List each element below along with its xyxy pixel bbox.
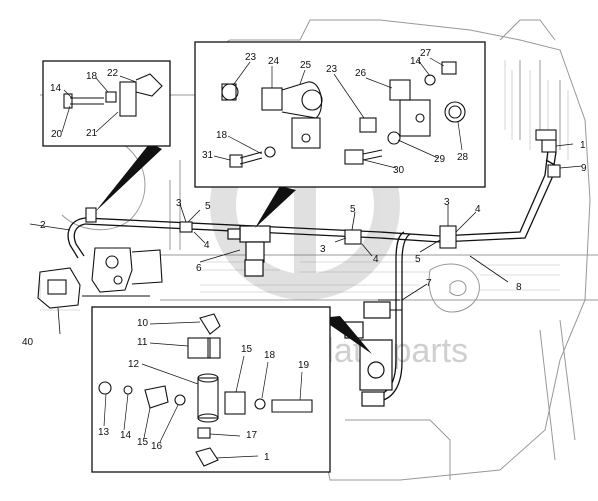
callout-label: 27 bbox=[420, 48, 432, 59]
callout-label: 3 bbox=[444, 197, 450, 208]
callout-label: 5 bbox=[415, 254, 421, 265]
callout-label: 31 bbox=[202, 150, 214, 161]
callout-label: 3 bbox=[320, 244, 326, 255]
callout-label: 2 bbox=[40, 220, 46, 231]
callout-label: 13 bbox=[98, 427, 110, 438]
callout-label: 4 bbox=[204, 240, 210, 251]
callout-label: 29 bbox=[434, 154, 446, 165]
inset-box-bottom bbox=[91, 306, 331, 473]
callout-label: 3 bbox=[176, 198, 182, 209]
inset-leaders bbox=[61, 57, 463, 459]
callout-label: 23 bbox=[326, 64, 338, 75]
callout-leaders bbox=[29, 143, 583, 335]
callouts-inset-left: 14 18 22 20 21 bbox=[50, 68, 119, 140]
callout-label: 22 bbox=[107, 68, 119, 79]
callout-label: 23 bbox=[245, 52, 257, 63]
inset-box-top bbox=[194, 41, 486, 188]
callout-label: 20 bbox=[51, 129, 63, 140]
callout-label: 14 bbox=[410, 56, 422, 67]
engine-hatching bbox=[39, 60, 569, 311]
callouts-inset-top: 23 24 25 14 27 26 23 18 31 29 28 30 bbox=[202, 48, 469, 176]
callout-label: 15 bbox=[137, 437, 149, 448]
callout-label: 5 bbox=[350, 204, 356, 215]
callouts-inset-bottom: 10 11 12 15 18 19 13 14 15 16 17 1 bbox=[98, 318, 310, 463]
callout-label: 40 bbox=[22, 337, 34, 348]
callout-label: 15 bbox=[241, 344, 253, 355]
callout-label: 4 bbox=[373, 254, 379, 265]
callout-label: 17 bbox=[246, 430, 258, 441]
callout-label: 9 bbox=[581, 163, 587, 174]
callout-label: 10 bbox=[137, 318, 149, 329]
callout-label: 11 bbox=[137, 337, 148, 348]
callout-label: 12 bbox=[128, 359, 140, 370]
callout-wedges bbox=[95, 143, 372, 354]
engine-block-outline bbox=[40, 19, 598, 481]
callout-label: 16 bbox=[151, 441, 163, 452]
callout-label: 18 bbox=[264, 350, 276, 361]
right-end-fitting bbox=[535, 129, 561, 178]
callout-label: 14 bbox=[120, 430, 132, 441]
callout-label: 14 bbox=[50, 83, 62, 94]
left-pump-housing bbox=[37, 247, 163, 309]
callout-label: 1 bbox=[580, 140, 586, 151]
callout-label: 30 bbox=[393, 165, 405, 176]
callout-label: 18 bbox=[216, 130, 228, 141]
callout-label: 18 bbox=[86, 71, 98, 82]
callout-label: 24 bbox=[268, 56, 280, 67]
callout-label: 25 bbox=[300, 60, 312, 71]
line-clamps bbox=[85, 207, 457, 249]
callout-label: 5 bbox=[205, 201, 211, 212]
central-fitting bbox=[227, 225, 271, 277]
callout-label: 6 bbox=[196, 263, 202, 274]
callout-label: 8 bbox=[516, 282, 522, 293]
callout-label: 1 bbox=[264, 452, 270, 463]
callout-label: 21 bbox=[86, 128, 98, 139]
callout-label: 26 bbox=[355, 68, 367, 79]
callout-label: 28 bbox=[457, 152, 469, 163]
inset-box-left bbox=[42, 60, 171, 147]
callout-label: 19 bbox=[298, 360, 310, 371]
callout-label: 7 bbox=[426, 278, 432, 289]
callout-label: 4 bbox=[475, 204, 481, 215]
callouts-main: 1 9 2 3 5 4 6 5 3 4 3 4 5 8 7 40 bbox=[22, 140, 587, 348]
